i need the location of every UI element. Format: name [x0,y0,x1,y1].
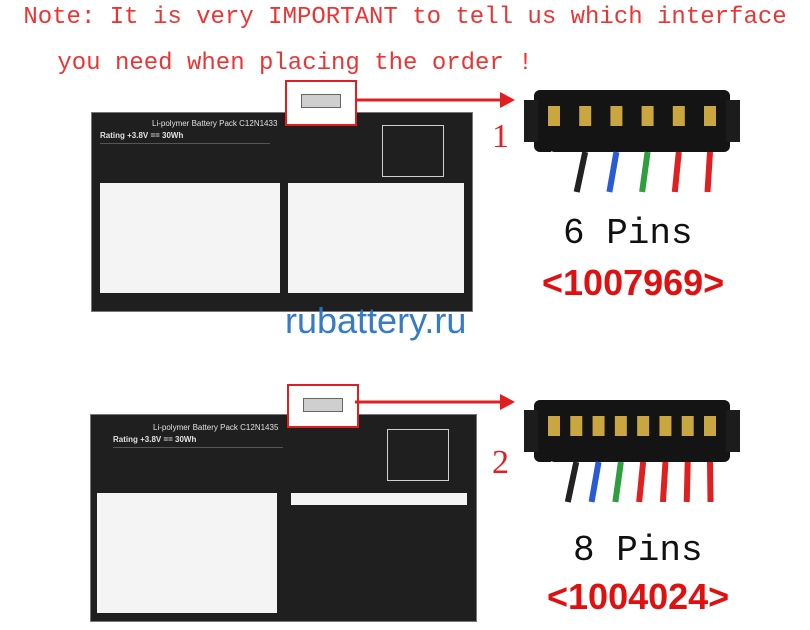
pin-count-label-2: 8 Pins [573,530,703,571]
battery-pack-1: Li-polymer Battery Pack C12N1433 Rating … [91,112,473,312]
connector-index-2: 2 [492,444,509,481]
connector-pin [570,416,583,436]
connector-wires [541,461,714,503]
connector-pin [704,106,716,126]
battery-2-white-panel-left [97,493,277,613]
connector-pin [704,416,716,436]
connector-wire [639,151,651,193]
connector-index-1: 1 [492,118,509,155]
watermark: rubattery.ru [285,300,467,341]
connector-photo-8-pins [520,390,750,515]
battery-2-recycle-icon [387,429,449,481]
part-number-1: <1007969> [542,262,725,303]
battery-1-white-panel-right [288,183,464,293]
connector-wire [573,151,589,193]
note-line-1: Note: It is very IMPORTANT to tell us wh… [23,4,787,31]
battery-2-warning-text [113,447,283,488]
battery-2-connector-plug [303,398,343,412]
connector-wire [606,151,620,193]
battery-1-white-panel-left [100,183,280,293]
pin-count-label-1: 6 Pins [563,213,693,254]
connector-pins [548,106,716,126]
connector-wire [588,461,602,503]
connector-pin [548,416,560,436]
connector-wire [564,461,580,503]
connector-pin [614,416,627,436]
battery-2-title: Li-polymer Battery Pack C12N1435 [153,423,279,432]
connector-wire [707,461,714,503]
connector-pin [659,416,672,436]
connector-pin [672,106,685,126]
connector-wires [541,151,713,193]
connector-wire [704,151,713,193]
connector-wire [541,151,557,193]
part-number-2: <1004024> [547,576,730,617]
arrow-1 [355,92,515,108]
battery-1-warning-text [100,143,270,184]
connector-photo-6-pins [520,80,750,195]
battery-2-rating: Rating +3.8V == 30Wh [113,435,197,444]
connector-wire [612,461,624,503]
battery-pack-2: Li-polymer Battery Pack C12N1435 Rating … [90,414,477,622]
connector-pin [579,106,592,126]
arrow-2 [355,394,515,410]
battery-2-connector-highlight [287,384,359,428]
connector-wire [636,461,647,503]
battery-1-recycle-icon [382,125,444,177]
battery-2-white-strip [291,493,467,505]
battery-1-rating: Rating +3.8V == 30Wh [100,131,184,140]
connector-pin [637,416,650,436]
connector-wire [659,461,669,503]
connector-pin [592,416,605,436]
connector-pin [548,106,560,126]
note-line-2: you need when placing the order ! [57,50,533,77]
connector-pins [548,416,716,436]
battery-1-title: Li-polymer Battery Pack C12N1433 [152,119,278,128]
connector-pin [610,106,623,126]
connector-wire [541,461,557,503]
connector-pin [641,106,654,126]
connector-wire [683,461,691,503]
battery-1-connector-highlight [285,80,357,126]
connector-pin [681,416,694,436]
battery-1-connector-plug [301,94,341,108]
connector-wire [671,151,682,193]
